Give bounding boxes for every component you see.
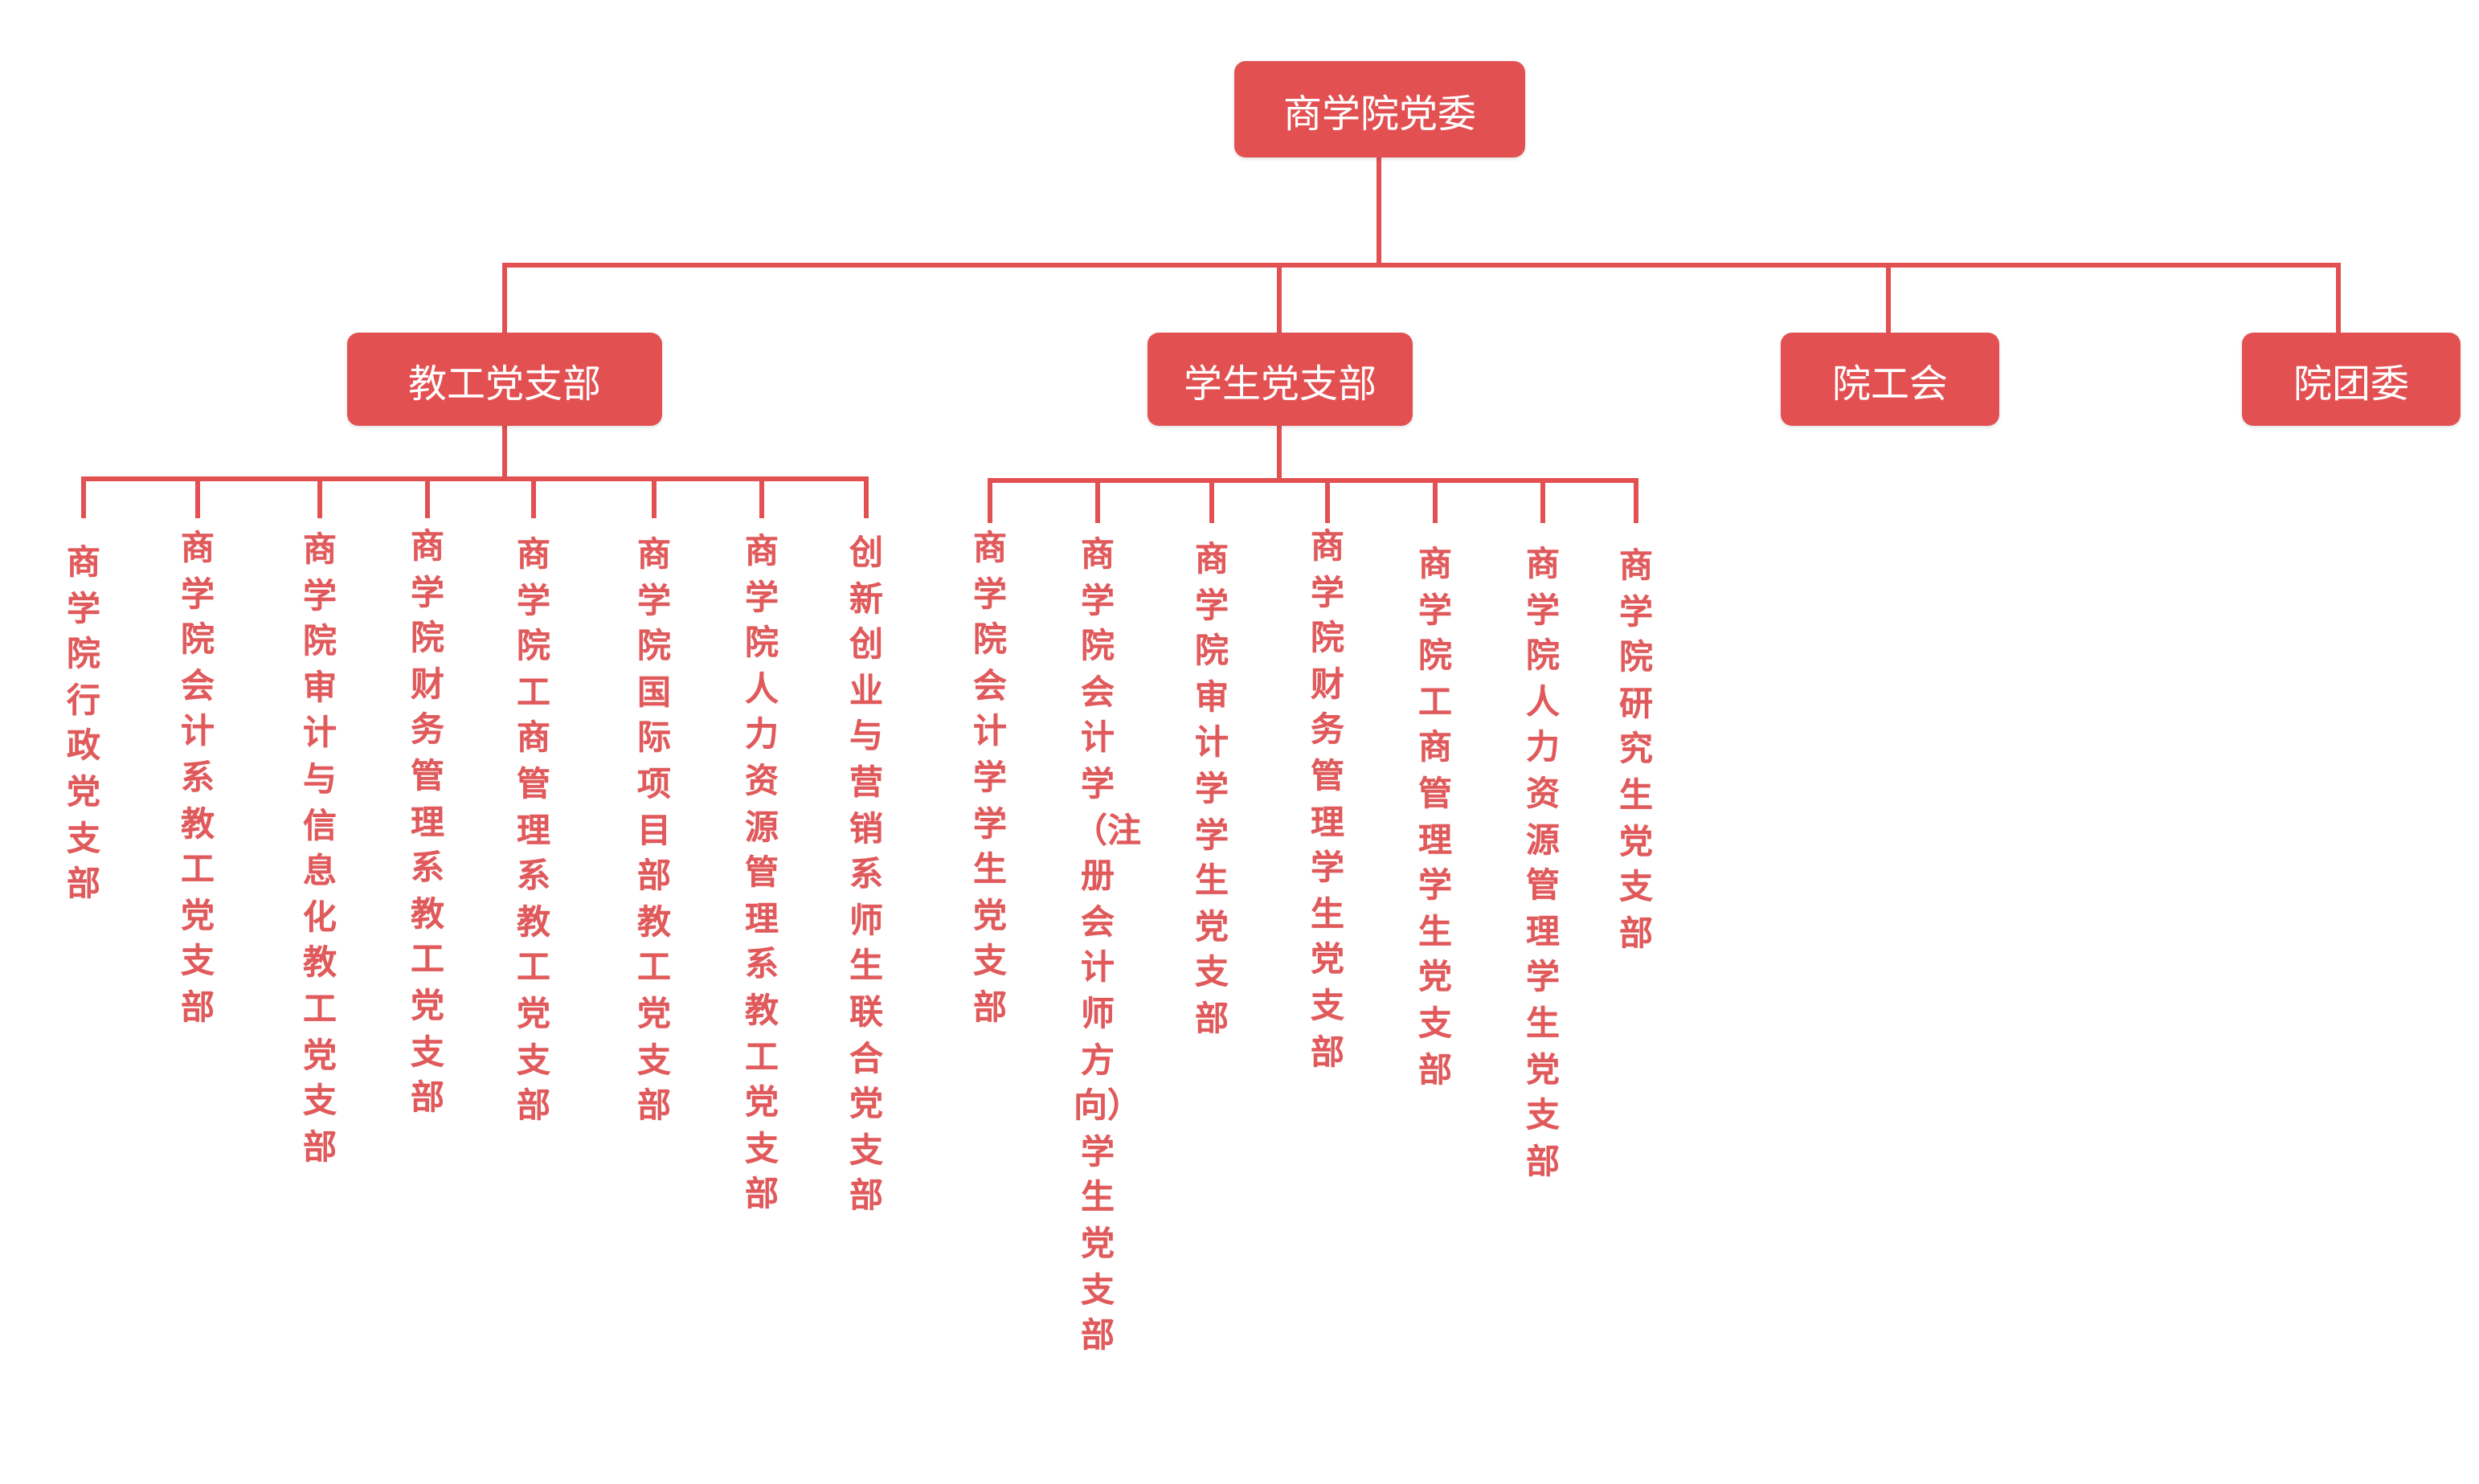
leaf-faculty-branch[interactable]: 创新创业与营销系师生联合党支部 <box>849 534 883 1216</box>
connector-faculty <box>81 422 869 518</box>
node-youth-league[interactable]: 院团委 <box>2242 333 2461 426</box>
leaf-faculty-branch[interactable]: 商学院工商管理系教工党支部 <box>517 535 550 1126</box>
node-label: 院工会 <box>1832 361 1948 406</box>
leaf-faculty-branch[interactable]: 商学院会计系教工党支部 <box>181 529 215 1027</box>
leaf-student-branch[interactable]: 商学院会计学学生党支部 <box>973 529 1007 1027</box>
node-label: 院团委 <box>2293 361 2409 406</box>
leaf-faculty-branch[interactable]: 商学院财务管理系教工党支部 <box>411 527 444 1118</box>
node-union[interactable]: 院工会 <box>1781 333 1999 426</box>
node-label: 教工党支部 <box>408 361 601 406</box>
leaf-student-branch[interactable]: 商学院财务管理学生党支部 <box>1311 527 1344 1072</box>
leaf-faculty-branch[interactable]: 商学院国际项目部教工党支部 <box>637 535 671 1126</box>
leaf-faculty-branch[interactable]: 商学院审计与信息化教工党支部 <box>303 530 337 1167</box>
node-faculty-branch[interactable]: 教工党支部 <box>347 333 662 426</box>
leaf-student-branch[interactable]: 商学院审计学学生党支部 <box>1195 540 1229 1038</box>
connector-student <box>988 422 1638 523</box>
node-student-branch[interactable]: 学生党支部 <box>1147 333 1413 426</box>
leaf-faculty-branch[interactable]: 商学院人力资源管理系教工党支部 <box>745 532 779 1214</box>
root-node[interactable]: 商学院党委 <box>1234 61 1525 157</box>
leaf-student-branch[interactable]: 商学院研究生党支部 <box>1619 546 1653 953</box>
root-node-label: 商学院党委 <box>1283 91 1476 136</box>
node-label: 学生党支部 <box>1184 361 1377 406</box>
connector-root <box>502 155 2341 335</box>
leaf-faculty-branch[interactable]: 商学院行政党支部 <box>67 543 100 904</box>
leaf-student-branch[interactable]: 商学院人力资源管理学生党支部 <box>1526 545 1560 1181</box>
leaf-student-branch[interactable]: 商学院工商管理学生党支部 <box>1418 545 1452 1089</box>
leaf-student-branch[interactable]: 商学院会计学（注册会计师方向）学生党支部 <box>1074 535 1141 1355</box>
